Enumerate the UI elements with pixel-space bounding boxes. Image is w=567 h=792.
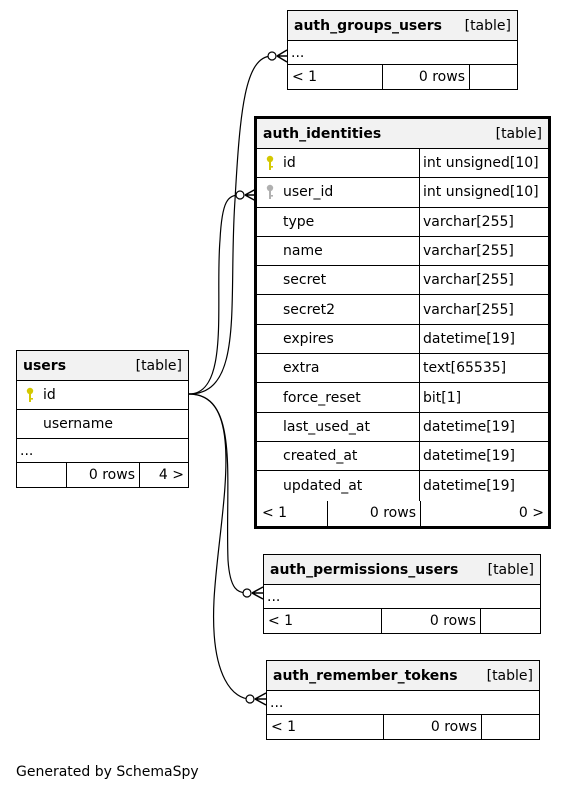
column-row[interactable]: secret varchar[255] bbox=[257, 266, 548, 296]
column-type: datetime[19] bbox=[419, 471, 548, 501]
column-name: updated_at bbox=[283, 477, 363, 494]
column-type: int unsigned[10] bbox=[419, 178, 548, 207]
table-auth-permissions-users[interactable]: auth_permissions_users [table] ... < 1 0… bbox=[263, 554, 541, 634]
table-name[interactable]: auth_identities bbox=[263, 125, 382, 142]
column-row[interactable]: type varchar[255] bbox=[257, 207, 548, 237]
more-columns-ellipsis: ... bbox=[267, 588, 281, 605]
foreign-key-icon bbox=[257, 184, 283, 200]
children-link-empty bbox=[480, 609, 540, 633]
table-name[interactable]: auth_permissions_users bbox=[270, 561, 459, 578]
parents-link[interactable]: < 1 bbox=[271, 719, 297, 735]
column-type: datetime[19] bbox=[419, 441, 548, 471]
column-name: name bbox=[283, 243, 323, 260]
column-row[interactable]: updated_at datetime[19] bbox=[257, 471, 548, 501]
edge-users-auth-remember-tokens bbox=[188, 393, 251, 700]
column-row[interactable]: secret2 varchar[255] bbox=[257, 295, 548, 325]
table-type-label: [table] bbox=[486, 667, 533, 684]
table-auth-remember-tokens[interactable]: auth_remember_tokens [table] ... < 1 0 r… bbox=[266, 660, 540, 740]
column-type: datetime[19] bbox=[419, 412, 548, 441]
primary-key-icon bbox=[17, 387, 43, 403]
table-type-label: [table] bbox=[495, 125, 542, 142]
table-users[interactable]: users [table] id username ... 0 rows 4 > bbox=[16, 350, 189, 488]
children-link[interactable]: 0 > bbox=[420, 500, 548, 526]
row-count: 0 rows bbox=[383, 715, 481, 739]
crowsfoot-circle bbox=[235, 190, 245, 200]
crowsfoot-lines bbox=[276, 49, 288, 63]
edge-users-auth-identities bbox=[188, 194, 241, 395]
column-name: username bbox=[43, 416, 113, 432]
children-link-empty bbox=[469, 65, 517, 89]
row-count: 0 rows bbox=[327, 500, 420, 526]
table-type-label: [table] bbox=[135, 357, 182, 374]
edge-users-auth-permissions-users bbox=[188, 393, 248, 594]
column-type: bit[1] bbox=[419, 383, 548, 412]
children-link[interactable]: 4 > bbox=[139, 463, 188, 487]
column-name: id bbox=[43, 387, 56, 403]
column-name: id bbox=[283, 155, 296, 172]
column-row[interactable]: force_reset bit[1] bbox=[257, 383, 548, 413]
table-auth-groups-users[interactable]: auth_groups_users [table] ... < 1 0 rows bbox=[287, 10, 518, 90]
crowsfoot-circle bbox=[242, 588, 252, 598]
crowsfoot-circle bbox=[245, 694, 255, 704]
column-name: secret2 bbox=[283, 301, 336, 318]
parents-link-empty bbox=[17, 463, 66, 487]
column-type: varchar[255] bbox=[419, 207, 548, 236]
column-type: datetime[19] bbox=[419, 324, 548, 354]
column-row[interactable]: user_id int unsigned[10] bbox=[257, 178, 548, 208]
crowsfoot-lines bbox=[251, 586, 264, 600]
column-type: varchar[255] bbox=[419, 295, 548, 324]
column-name: expires bbox=[283, 330, 334, 347]
column-type: int unsigned[10] bbox=[419, 149, 548, 178]
children-link-empty bbox=[481, 715, 539, 739]
column-type: varchar[255] bbox=[419, 266, 548, 295]
column-type: varchar[255] bbox=[419, 236, 548, 266]
edge-users-auth-groups-users bbox=[188, 55, 273, 395]
row-count: 0 rows bbox=[382, 65, 469, 89]
row-count: 0 rows bbox=[66, 463, 139, 487]
row-count: 0 rows bbox=[381, 609, 480, 633]
table-name[interactable]: auth_groups_users bbox=[294, 17, 442, 34]
parents-link[interactable]: < 1 bbox=[268, 613, 294, 629]
table-type-label: [table] bbox=[464, 17, 511, 34]
table-auth-identities[interactable]: auth_identities [table] id int unsigned[1… bbox=[254, 116, 551, 529]
more-columns-ellipsis: ... bbox=[270, 694, 284, 711]
more-columns-ellipsis: ... bbox=[291, 44, 305, 61]
crowsfoot-lines bbox=[254, 692, 267, 706]
column-name: type bbox=[283, 213, 315, 230]
column-name: secret bbox=[283, 272, 327, 289]
more-columns-ellipsis: ... bbox=[20, 442, 34, 459]
column-name: extra bbox=[283, 360, 320, 377]
column-row[interactable]: expires datetime[19] bbox=[257, 324, 548, 355]
column-name: user_id bbox=[283, 184, 334, 201]
parents-link[interactable]: < 1 bbox=[262, 505, 288, 522]
column-row[interactable]: created_at datetime[19] bbox=[257, 441, 548, 472]
generated-by-footer[interactable]: Generated by SchemaSpy bbox=[16, 764, 199, 780]
column-name: created_at bbox=[283, 448, 358, 465]
table-name[interactable]: users bbox=[23, 357, 67, 374]
column-row[interactable]: extra text[65535] bbox=[257, 354, 548, 384]
primary-key-icon bbox=[257, 155, 283, 171]
column-row[interactable]: last_used_at datetime[19] bbox=[257, 412, 548, 442]
column-row[interactable]: name varchar[255] bbox=[257, 236, 548, 267]
table-name[interactable]: auth_remember_tokens bbox=[273, 667, 458, 684]
table-type-label: [table] bbox=[487, 561, 534, 578]
column-row[interactable]: id int unsigned[10] bbox=[257, 149, 548, 179]
crowsfoot-circle bbox=[267, 51, 277, 61]
parents-link[interactable]: < 1 bbox=[292, 69, 318, 85]
column-name: force_reset bbox=[283, 389, 361, 406]
column-name: last_used_at bbox=[283, 418, 370, 435]
column-type: text[65535] bbox=[419, 354, 548, 383]
